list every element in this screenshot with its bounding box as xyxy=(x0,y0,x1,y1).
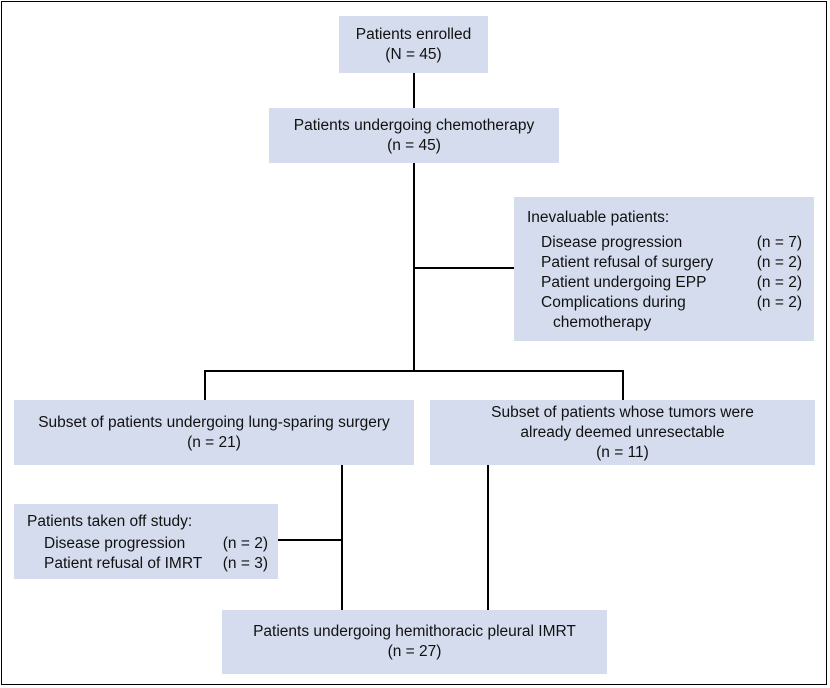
inevaluable-item-count: (n = 2) xyxy=(756,274,802,291)
off-study-item-count: (n = 2) xyxy=(222,535,268,552)
inevaluable-item: Patient refusal of surgery (n = 2) xyxy=(527,253,802,273)
off-study-item-label: Patient refusal of IMRT xyxy=(44,555,203,572)
inevaluable-item: Disease progression (n = 7) xyxy=(527,233,802,253)
imrt-title: Patients undergoing hemithoracic pleural… xyxy=(253,623,576,640)
lung-sparing-title: Subset of patients undergoing lung-spari… xyxy=(38,413,390,431)
lung-sparing-count: (n = 21) xyxy=(187,433,241,451)
inevaluable-item-label: Patient refusal of surgery xyxy=(541,254,714,271)
box-unresectable: Subset of patients whose tumors were alr… xyxy=(430,400,815,465)
inevaluable-item-label-continued: chemotherapy xyxy=(553,314,652,331)
inevaluable-title: Inevaluable patients: xyxy=(527,209,670,226)
off-study-title: Patients taken off study: xyxy=(27,513,193,530)
inevaluable-item-count: (n = 2) xyxy=(756,254,802,271)
inevaluable-item: Complications during (n = 2) xyxy=(527,293,802,313)
inevaluable-item-label: Disease progression xyxy=(541,234,683,251)
inevaluable-item-label: Patient undergoing EPP xyxy=(541,274,707,291)
box-chemotherapy: Patients undergoing chemotherapy (n = 45… xyxy=(269,108,559,163)
chemo-count: (n = 45) xyxy=(387,136,441,154)
off-study-item: Patient refusal of IMRT (n = 3) xyxy=(27,554,268,574)
chemo-title: Patients undergoing chemotherapy xyxy=(293,116,535,134)
box-lung-sparing-surgery: Subset of patients undergoing lung-spari… xyxy=(14,400,414,465)
box-inevaluable-patients: Inevaluable patients: Disease progressio… xyxy=(514,197,814,341)
unresectable-title-line1: Subset of patients whose tumors were xyxy=(491,403,754,421)
unresectable-count: (n = 11) xyxy=(596,443,649,461)
enrolled-count: (N = 45) xyxy=(385,45,442,63)
off-study-item-count: (n = 3) xyxy=(222,555,268,572)
imrt-count: (n = 27) xyxy=(387,643,442,660)
inevaluable-item-count: (n = 7) xyxy=(756,234,802,251)
inevaluable-item-count: (n = 2) xyxy=(756,294,802,311)
unresectable-title-line2: already deemed unresectable xyxy=(520,423,725,441)
inevaluable-item-label: Complications during xyxy=(541,294,686,311)
off-study-item: Disease progression (n = 2) xyxy=(27,534,268,554)
enrolled-title: Patients enrolled xyxy=(355,25,472,43)
box-patients-enrolled: Patients enrolled (N = 45) xyxy=(339,16,488,73)
box-hemithoracic-imrt: Patients undergoing hemithoracic pleural… xyxy=(222,610,607,674)
off-study-item-label: Disease progression xyxy=(44,535,186,552)
box-taken-off-study: Patients taken off study: Disease progre… xyxy=(14,504,278,579)
inevaluable-item: Patient undergoing EPP (n = 2) xyxy=(527,273,802,293)
